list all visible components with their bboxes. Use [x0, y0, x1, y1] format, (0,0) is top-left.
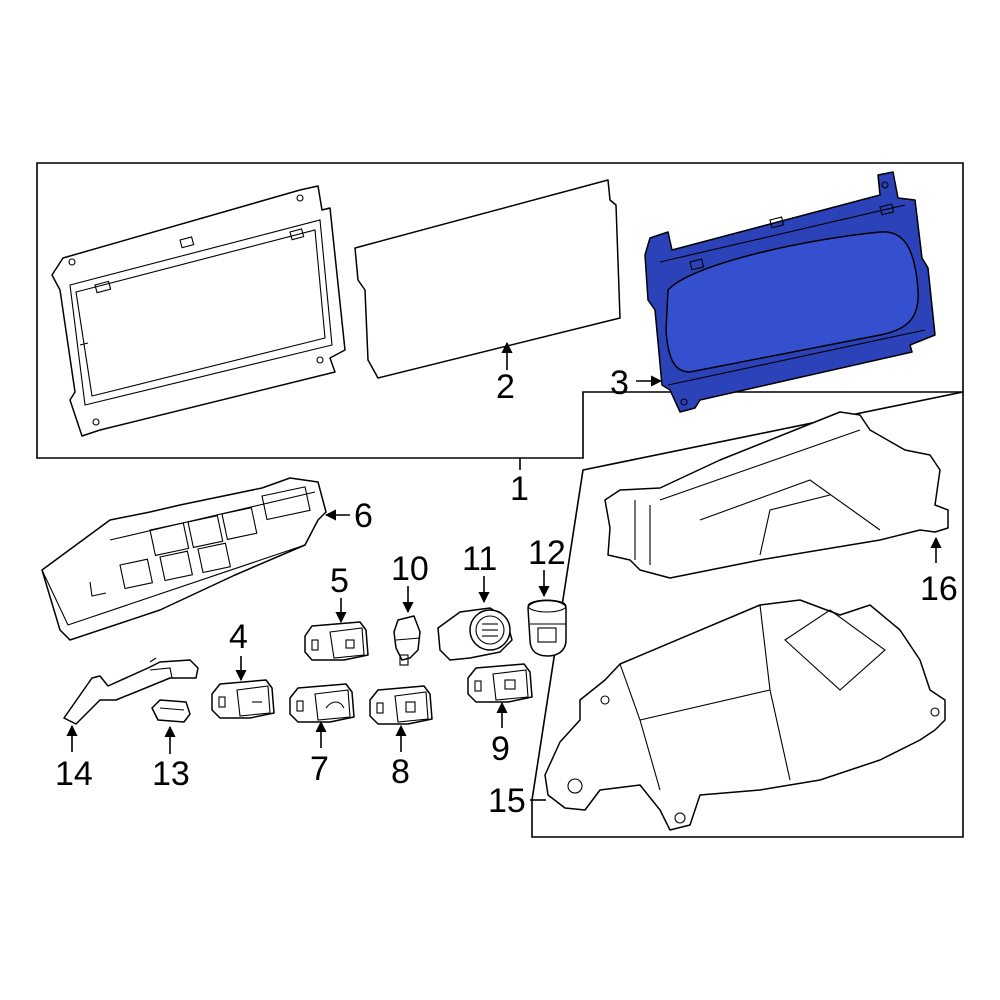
rear-housing-part [51, 185, 346, 437]
callout-2: 2 [496, 368, 515, 406]
switch-4-part [211, 679, 275, 719]
switch-panel-part [41, 477, 327, 641]
callout-5: 5 [330, 562, 349, 600]
callout-10: 10 [391, 550, 429, 588]
callout-3: 3 [610, 364, 629, 402]
switch-9-part [467, 663, 533, 703]
switch-7-part [289, 683, 355, 723]
switch-8-part [369, 685, 433, 725]
cluster-group-box [36, 162, 964, 459]
callout-4: 4 [229, 618, 248, 656]
callout-9: 9 [491, 730, 510, 768]
callout-1: 1 [510, 470, 529, 508]
console-cover-part [604, 411, 949, 579]
callout-15: 15 [488, 782, 526, 820]
part-10 [393, 615, 421, 666]
callout-6: 6 [354, 497, 373, 535]
instrument-cluster-part [644, 171, 936, 413]
callout-14: 14 [55, 755, 93, 793]
callout-16: 16 [920, 570, 958, 608]
start-button-part [437, 607, 513, 661]
callout-8: 8 [391, 753, 410, 791]
lens-part [354, 179, 621, 379]
callout-12: 12 [528, 534, 566, 572]
callout-11: 11 [462, 540, 497, 578]
callout-13: 13 [152, 755, 190, 793]
switch-5-part [304, 621, 369, 661]
callout-7: 7 [310, 750, 329, 788]
console-group-box [531, 391, 964, 838]
part-13 [151, 699, 191, 723]
part-14 [63, 657, 199, 725]
console-base-part [544, 599, 946, 831]
part-12 [527, 599, 567, 657]
